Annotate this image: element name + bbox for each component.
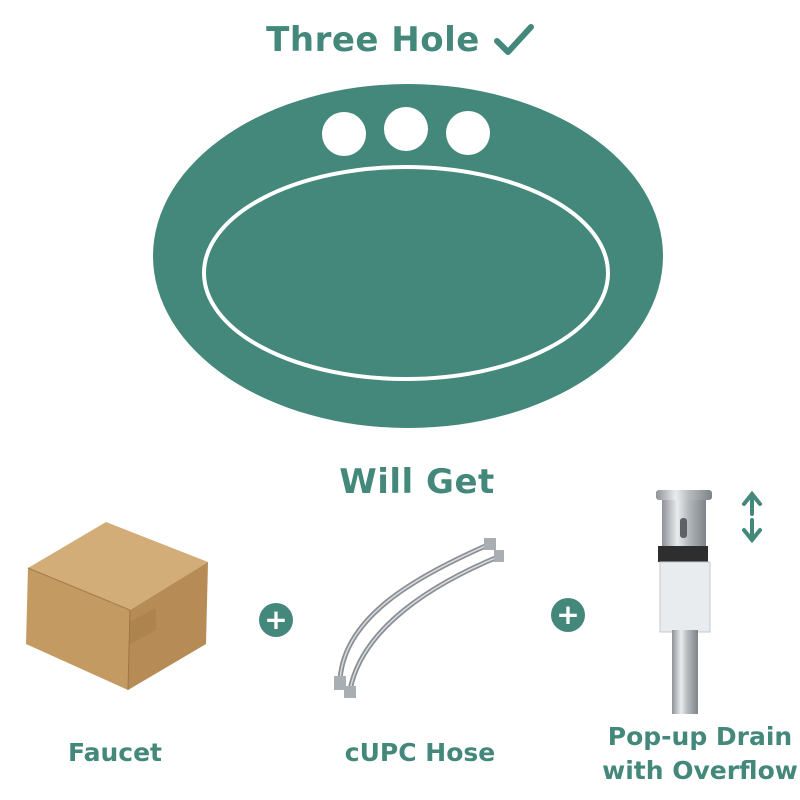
faucet-hole-left <box>322 112 366 156</box>
check-icon <box>493 24 534 55</box>
cardboard-box-icon <box>26 522 208 691</box>
faucet-label: Faucet <box>67 738 162 767</box>
title-text: Three Hole <box>266 20 480 60</box>
page-title: Three Hole <box>0 20 800 60</box>
faucet-hole-center <box>384 107 428 151</box>
section-subtitle: Will Get <box>339 462 495 502</box>
sink-basin-icon <box>153 84 663 428</box>
drain-label-line1: Pop-up Drain <box>607 722 793 751</box>
hose-icon <box>334 538 504 698</box>
hose-label: cUPC Hose <box>344 738 496 767</box>
faucet-hole-right <box>446 111 490 155</box>
plus-icon: + <box>259 603 293 637</box>
drain-icon <box>656 490 762 714</box>
plus-icon: + <box>551 598 585 632</box>
drain-label-line2: with Overflow <box>602 756 798 785</box>
